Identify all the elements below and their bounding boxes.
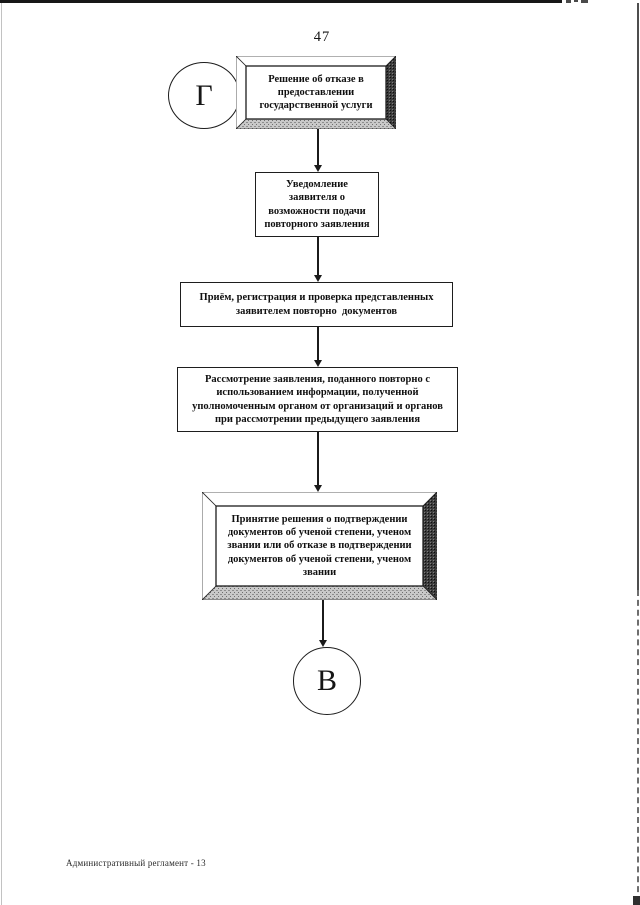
node-text-wrap: Принятие решения о подтверждении докумен… xyxy=(217,507,422,585)
scan-artifact-right-edge xyxy=(637,3,639,590)
scan-artifact-right-edge-dashed xyxy=(637,590,639,902)
flow-node-refusal-decision: Решение об отказе в предоставлении госуд… xyxy=(236,56,396,129)
flow-arrow-down xyxy=(317,129,319,165)
flow-arrow-down xyxy=(322,600,324,640)
node-label: Рассмотрение заявления, поданного повтор… xyxy=(192,374,443,425)
scan-artifact-top-fragment xyxy=(574,0,578,2)
node-label: Принятие решения о подтверждении докумен… xyxy=(227,514,412,578)
scan-artifact-top-band xyxy=(0,0,562,3)
scan-artifact-corner-mark xyxy=(633,896,640,905)
connector-end-label: В xyxy=(316,664,337,697)
flow-arrow-down xyxy=(317,327,319,360)
flow-node-repeat-review: Рассмотрение заявления, поданного повтор… xyxy=(177,367,458,432)
scan-artifact-top-fragment xyxy=(581,0,588,3)
node-label: Решение об отказе в предоставлении госуд… xyxy=(259,73,373,111)
flow-node-repeat-notification: Уведомление заявителя о возможности пода… xyxy=(255,172,379,237)
flow-node-final-decision: Принятие решения о подтверждении докумен… xyxy=(202,492,437,600)
flow-connector-end-circle: В xyxy=(293,647,361,715)
node-label: Приём, регистрация и проверка представле… xyxy=(199,292,434,317)
scan-artifact-left-edge xyxy=(1,3,2,905)
page-number: 47 xyxy=(313,29,331,45)
flow-arrow-down xyxy=(317,432,319,485)
connector-start-label: Г xyxy=(195,78,213,112)
node-text-wrap: Решение об отказе в предоставлении госуд… xyxy=(247,67,385,118)
3d-frame xyxy=(236,56,396,129)
node-label: Уведомление заявителя о возможности пода… xyxy=(264,179,370,230)
scan-artifact-top-fragment xyxy=(566,0,571,3)
flow-node-repeat-reception: Приём, регистрация и проверка представле… xyxy=(180,282,453,327)
flow-connector-start-circle: Г xyxy=(168,62,240,129)
footer-note: Административный регламент - 13 xyxy=(66,858,206,868)
flow-arrow-down xyxy=(317,237,319,275)
3d-frame xyxy=(202,492,437,600)
